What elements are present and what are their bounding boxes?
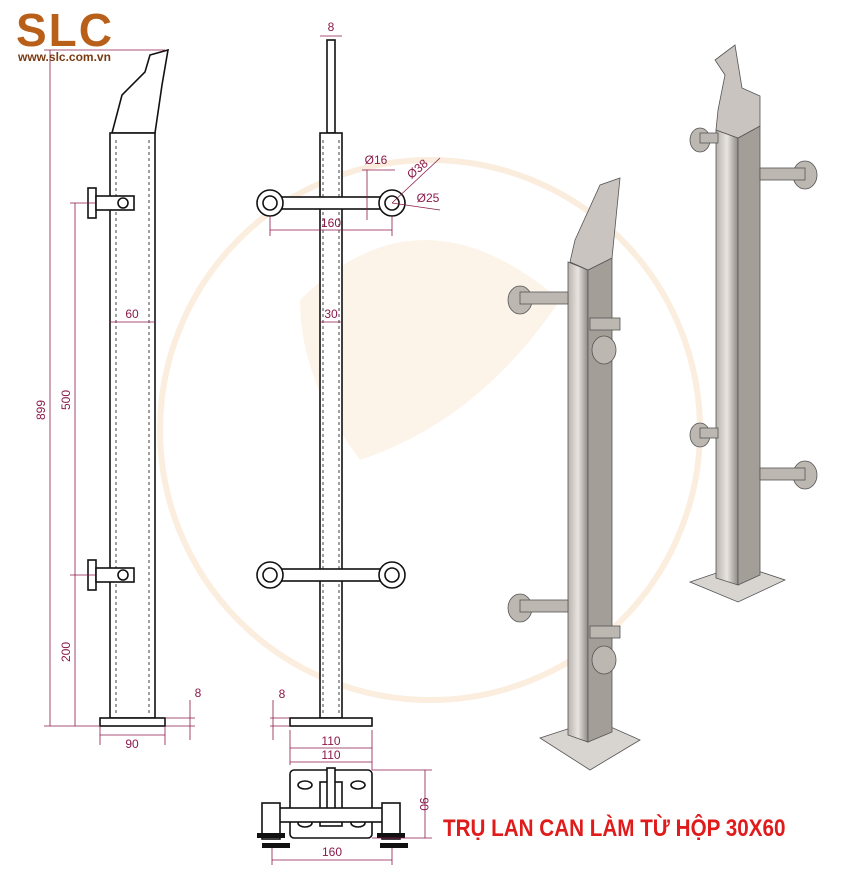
plan-view (257, 767, 432, 865)
dim-total-height: 899 (34, 400, 48, 420)
drawing-title: TRỤ LAN CAN LÀM TỪ HỘP 30X60 (443, 815, 786, 842)
svg-text:SLC: SLC (16, 6, 114, 52)
website-url: www.slc.com.vn (18, 50, 111, 64)
dim-rod-width: 8 (328, 20, 335, 34)
side-view (256, 35, 441, 770)
dim-base-width-side-2: 110 (321, 748, 340, 762)
dim-upper-spacing: 500 (59, 390, 73, 410)
watermark (157, 157, 703, 703)
dim-plate-thickness-front: 8 (195, 686, 202, 700)
dim-base-depth: 90 (417, 797, 431, 811)
dim-bracket-span: 160 (321, 216, 341, 230)
dim-bottom-bracket-span: 160 (322, 845, 342, 859)
dim-lower-spacing: 200 (59, 642, 73, 662)
dim-dia-mid: Ø25 (417, 191, 440, 205)
render-3d-front (507, 177, 641, 771)
dim-post-width-front: 60 (125, 307, 139, 321)
dim-post-width-side: 30 (324, 307, 338, 321)
dim-plate-thickness-side: 8 (279, 687, 286, 701)
render-3d-back (688, 44, 818, 603)
bracket-pair-lower (256, 561, 406, 589)
front-view (44, 48, 195, 745)
dim-base-width-front: 90 (125, 737, 139, 751)
dim-base-width-side-1: 110 (321, 734, 340, 748)
dim-dia-small: Ø16 (365, 153, 388, 167)
